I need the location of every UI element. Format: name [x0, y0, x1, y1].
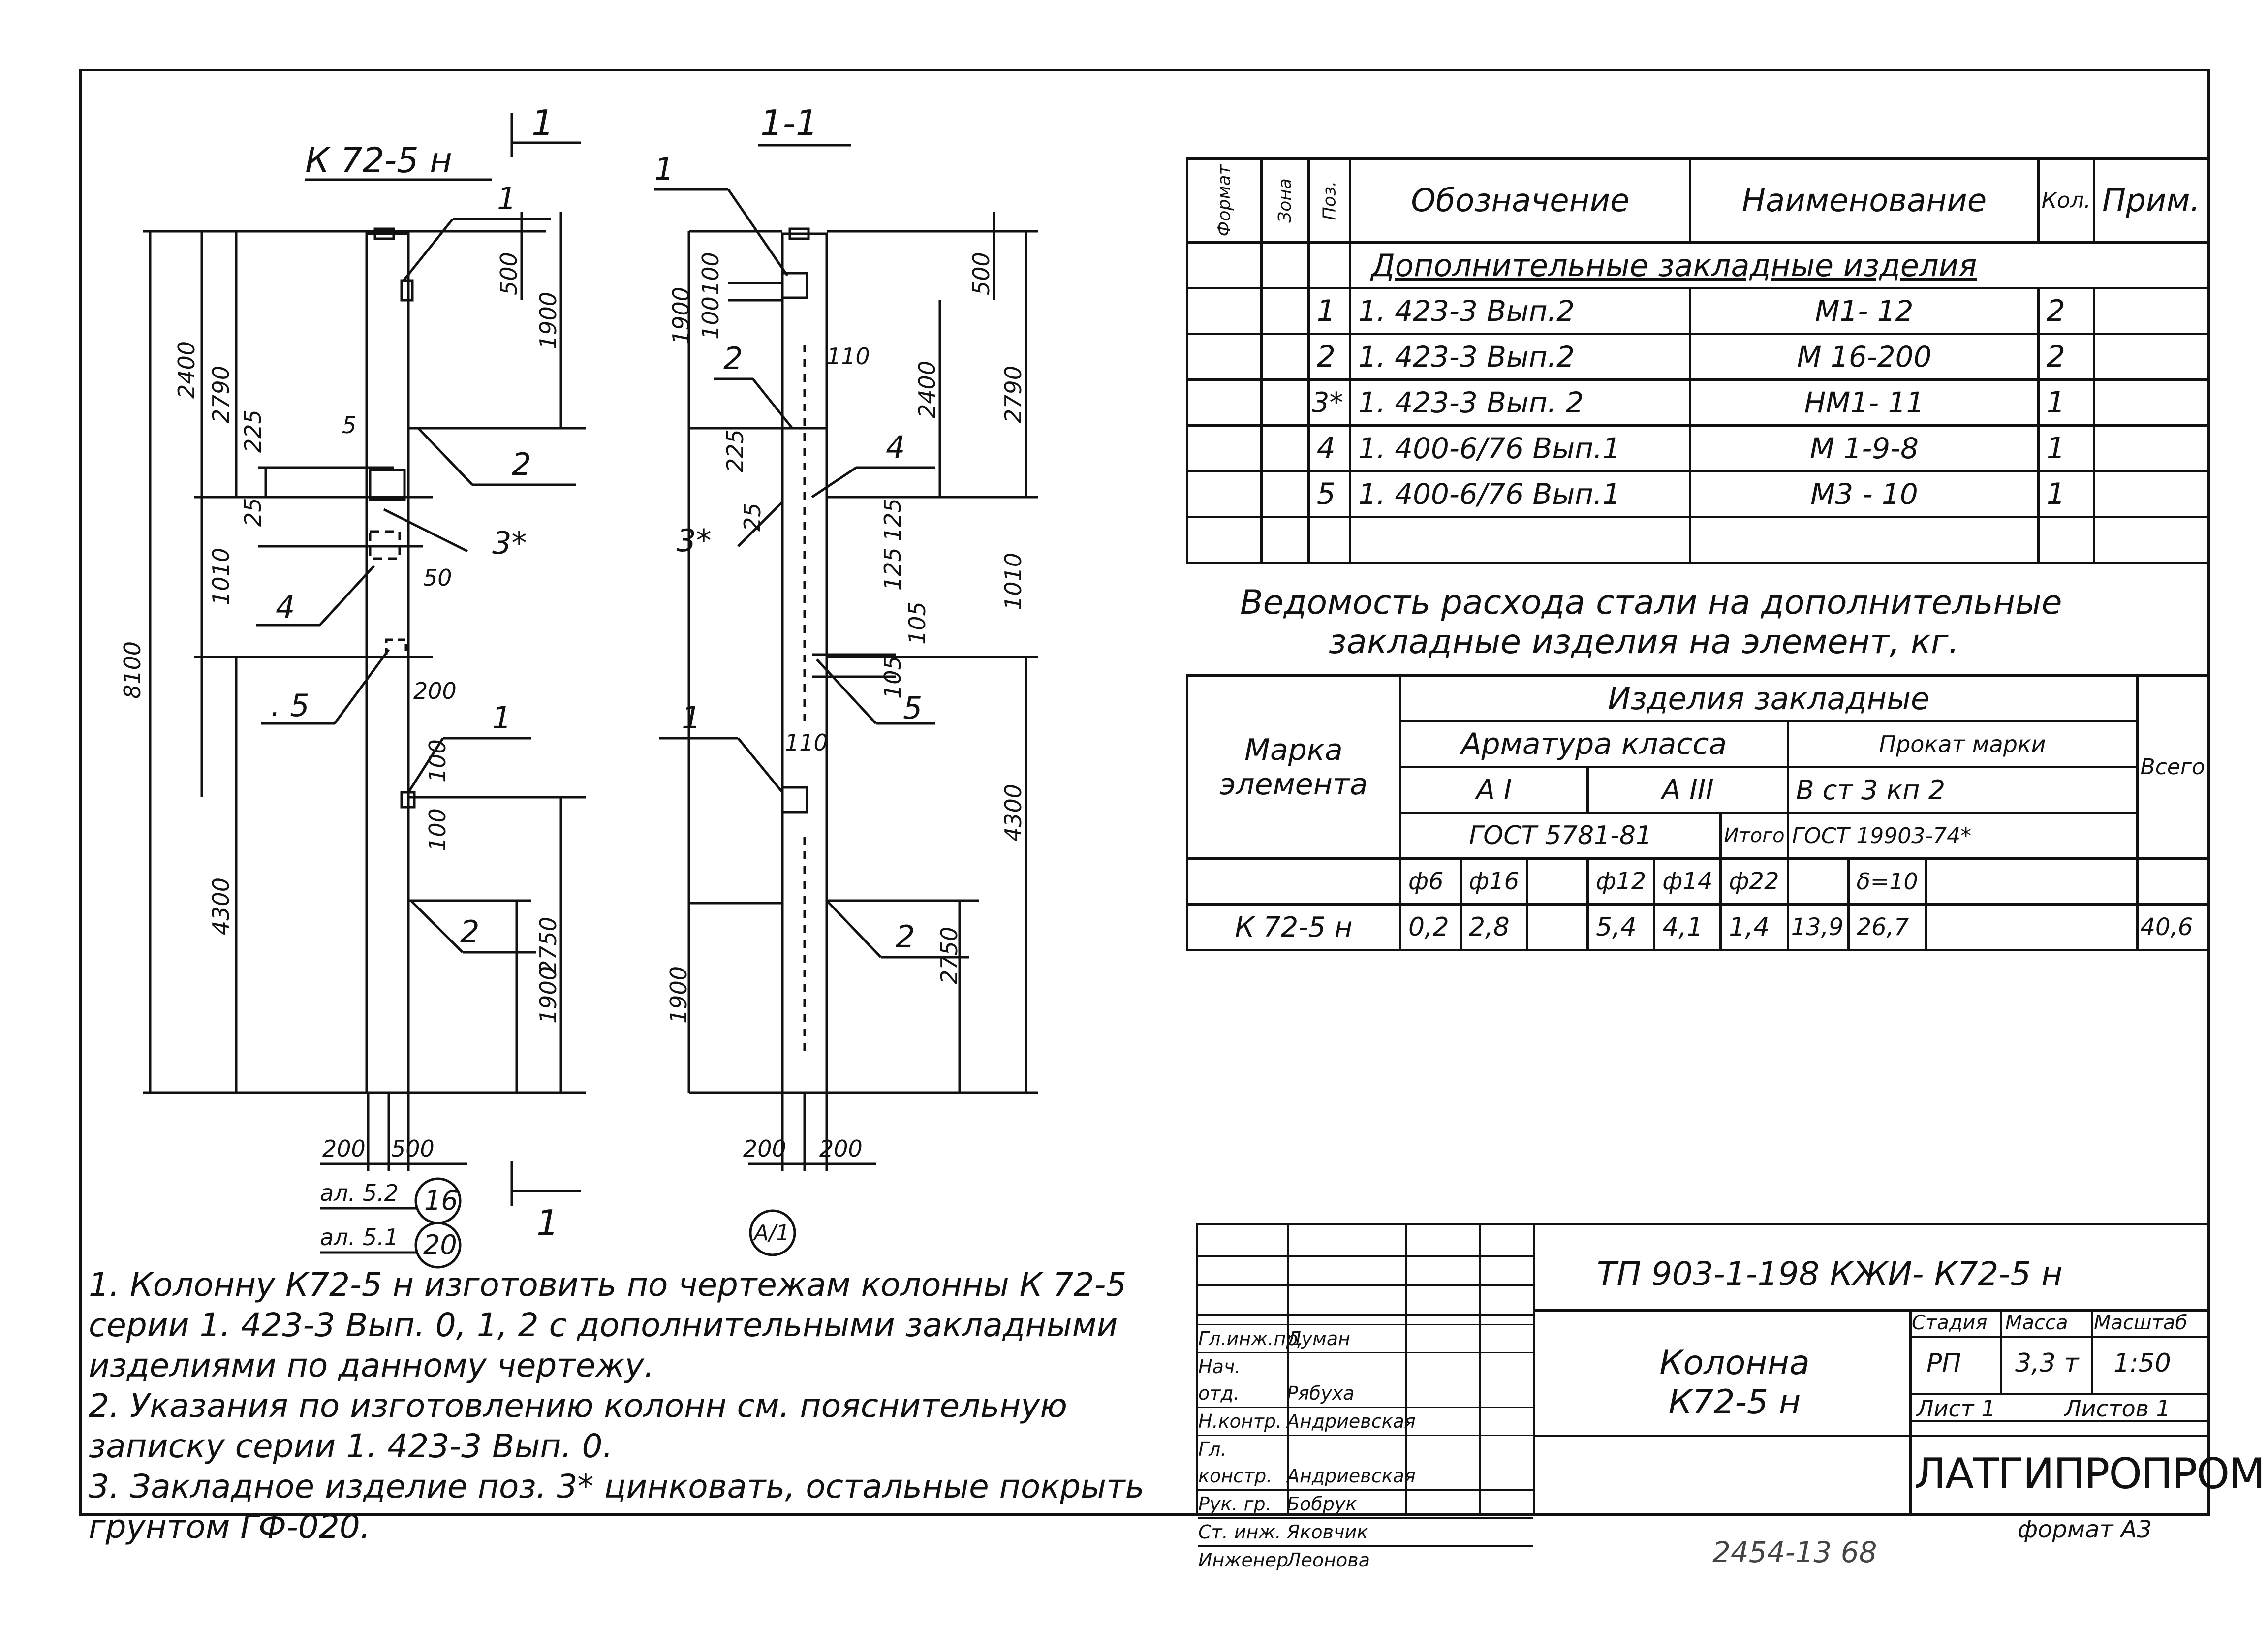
- svg-text:25: 25: [739, 502, 766, 532]
- steel-table-title-2: закладные изделия на элемент, кг.: [1329, 623, 1959, 661]
- svg-text:1900: 1900: [668, 287, 694, 345]
- section-mark-bottom: 1: [536, 1202, 559, 1244]
- doc-code: ТП 903-1-198 КЖИ- К72-5 н: [1597, 1255, 2063, 1293]
- svg-text:2790: 2790: [208, 366, 234, 423]
- svg-text:1900: 1900: [535, 966, 561, 1024]
- svg-text:2750: 2750: [535, 917, 561, 974]
- embed-3-elevation: [369, 469, 406, 501]
- steel-table-title-1: Ведомость расхода стали на дополнительны…: [1240, 583, 2062, 622]
- svg-text:2: 2: [896, 919, 915, 955]
- elevation-title: К 72-5 н: [305, 140, 452, 181]
- svg-text:ал. 5.2: ал. 5.2: [320, 1180, 399, 1206]
- svg-text:225: 225: [240, 409, 266, 453]
- archive-number: 2454-13 68: [1712, 1535, 1877, 1569]
- sheet-format: формат А3: [2018, 1516, 2152, 1543]
- svg-text:100: 100: [424, 739, 451, 783]
- svg-text:105: 105: [879, 656, 906, 699]
- svg-text:110: 110: [785, 729, 828, 756]
- svg-text:3*: 3*: [492, 525, 527, 561]
- svg-text:8100: 8100: [119, 641, 146, 699]
- svg-text:105: 105: [904, 601, 931, 645]
- svg-text:1900: 1900: [665, 966, 692, 1024]
- svg-text:2400: 2400: [173, 341, 200, 399]
- svg-text:1900: 1900: [535, 292, 561, 349]
- svg-text:2: 2: [723, 341, 743, 376]
- svg-text:ал. 5.1: ал. 5.1: [320, 1224, 399, 1251]
- note-2: 2. Указания по изготовлению колонн см. п…: [89, 1387, 1067, 1465]
- svg-text:5: 5: [903, 690, 922, 726]
- svg-text:225: 225: [722, 429, 748, 472]
- svg-text:1: 1: [682, 700, 701, 736]
- svg-text:А/1: А/1: [752, 1221, 790, 1246]
- svg-text:4300: 4300: [1000, 784, 1026, 842]
- svg-text:500: 500: [391, 1135, 435, 1162]
- svg-text:1: 1: [654, 151, 674, 187]
- svg-text:4300: 4300: [208, 877, 234, 935]
- svg-text:1: 1: [497, 181, 516, 217]
- section-title: 1-1: [760, 102, 818, 144]
- svg-text:100: 100: [697, 252, 724, 295]
- svg-text:500: 500: [968, 252, 994, 295]
- svg-text:100: 100: [697, 296, 724, 340]
- note-3: 3. Закладное изделие поз. 3* цинковать, …: [89, 1468, 1145, 1546]
- general-notes: 1. Колонну К72-5 н изготовить по чертежа…: [89, 1265, 1191, 1547]
- svg-text:25: 25: [240, 498, 266, 527]
- section-mark-top: 1: [531, 102, 554, 144]
- svg-text:2: 2: [460, 914, 479, 950]
- svg-text:3*: 3*: [677, 523, 711, 559]
- svg-text:1: 1: [492, 700, 511, 736]
- svg-text:1010: 1010: [208, 548, 234, 605]
- svg-text:200: 200: [413, 678, 457, 704]
- svg-text:2790: 2790: [1000, 366, 1026, 423]
- title-block: ТП 903-1-198 КЖИ- К72-5 н Колонна К72-5 …: [1196, 1223, 2265, 1571]
- svg-text:125: 125: [879, 498, 906, 541]
- column-elevation: [365, 232, 410, 1094]
- svg-text:200: 200: [743, 1135, 786, 1162]
- svg-text:125: 125: [879, 547, 906, 591]
- svg-text:500: 500: [496, 252, 522, 295]
- spec-table: Формат Зона Поз. Обозначение Наименовани…: [1185, 157, 2209, 564]
- svg-text:1010: 1010: [1000, 553, 1026, 610]
- svg-text:16: 16: [424, 1185, 458, 1216]
- svg-text:110: 110: [827, 343, 870, 370]
- doc-title: Колонна К72-5 н: [1659, 1344, 1810, 1422]
- svg-text:4: 4: [276, 589, 295, 625]
- steel-table: Марка элемента Изделия закладные Всего А…: [1186, 674, 2210, 951]
- svg-text:2750: 2750: [936, 927, 963, 984]
- svg-text:100: 100: [424, 808, 451, 851]
- svg-text:4: 4: [886, 429, 905, 465]
- svg-text:. 5: . 5: [271, 688, 310, 723]
- svg-text:20: 20: [423, 1229, 457, 1260]
- svg-text:200: 200: [322, 1135, 366, 1162]
- svg-text:5: 5: [342, 412, 356, 439]
- svg-text:2: 2: [512, 446, 531, 482]
- org-name: ЛАТГИПРОПРОМ: [1914, 1449, 2265, 1499]
- svg-text:50: 50: [423, 564, 452, 591]
- svg-text:2400: 2400: [914, 361, 940, 418]
- signatures: Гл.инж.пр.Думан Нач. отд.Рябуха Н.контр.…: [1198, 1324, 1533, 1573]
- svg-text:200: 200: [819, 1135, 863, 1162]
- drawing-frame: [79, 69, 2210, 1516]
- note-1: 1. Колонну К72-5 н изготовить по чертежа…: [89, 1266, 1127, 1384]
